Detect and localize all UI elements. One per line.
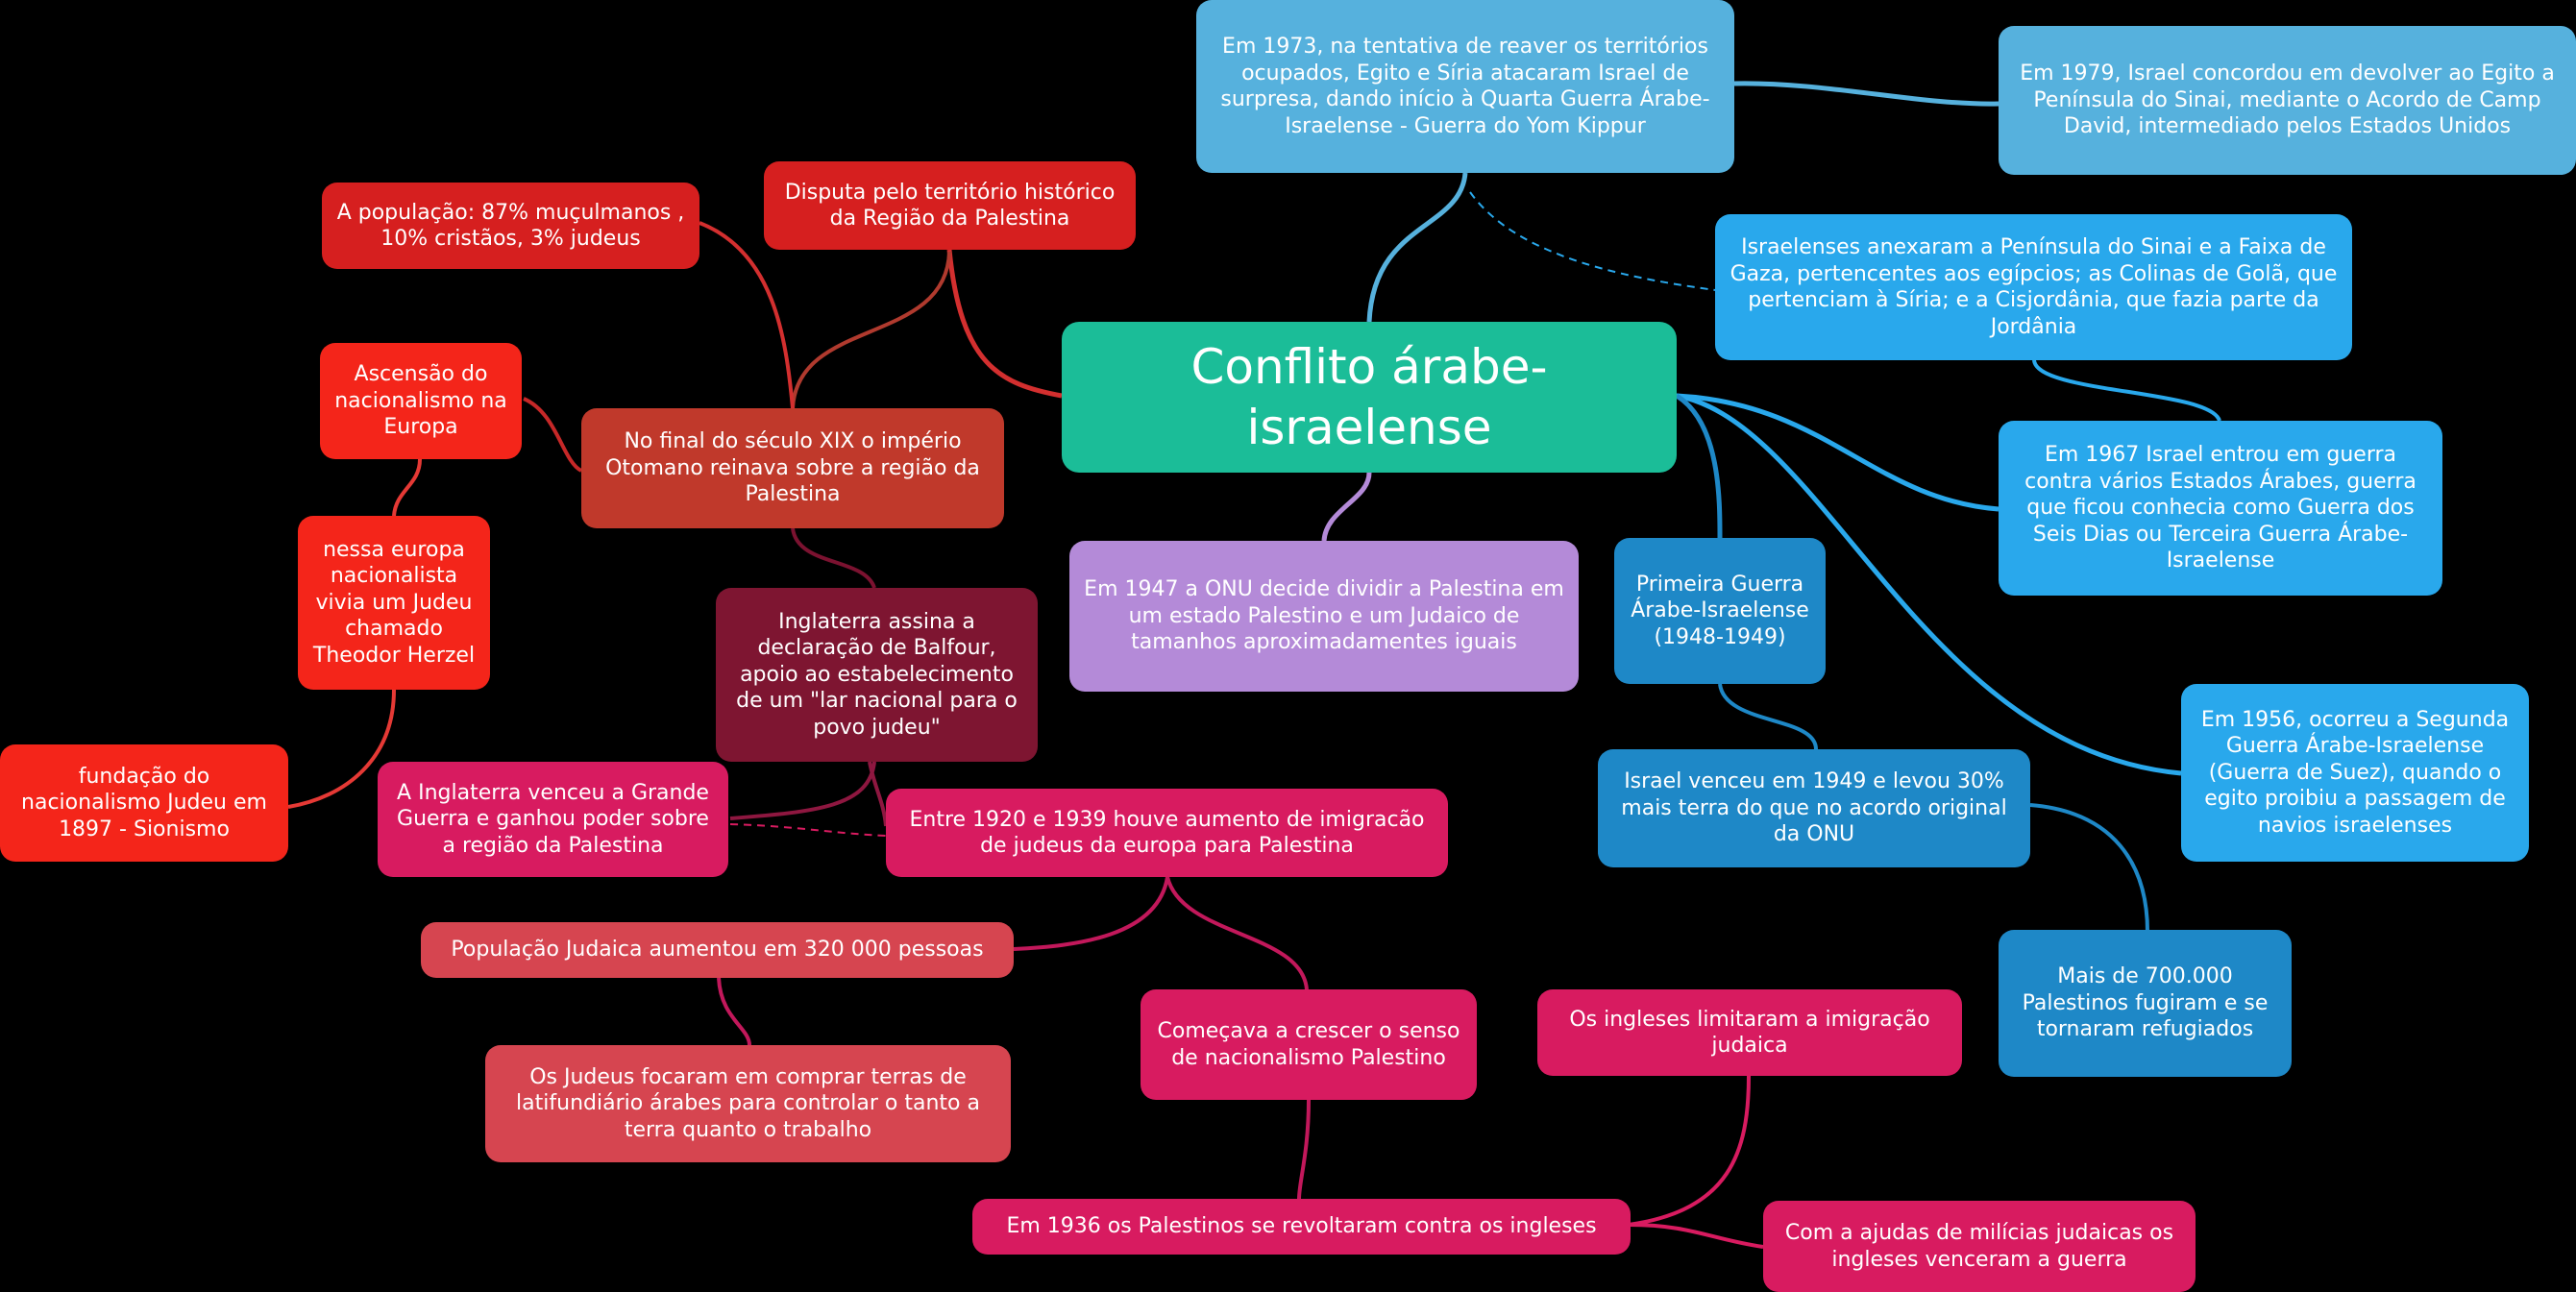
node-guerra-suez-text: Em 1956, ocorreu a Segunda Guerra Árabe-… (2200, 707, 2510, 838)
node-primeira-guerra[interactable]: Primeira Guerra Árabe-Israelense (1948-1… (1614, 538, 1826, 684)
link-disputa-otomano (791, 251, 951, 409)
node-populacao-text: A população: 87% muçulmanos , 10% cristã… (336, 200, 685, 252)
link-revolta-limitaram (1628, 1075, 1751, 1227)
node-milicias-judaicas-text: Com a ajudas de milícias judaicas os ing… (1784, 1221, 2174, 1272)
node-ingleses-limitaram-text: Os ingleses limitaram a imigração judaic… (1569, 1007, 1930, 1059)
node-theodor-herzel-text: nessa europa nacionalista vivia um Judeu… (312, 537, 476, 668)
node-inglaterra-venceu[interactable]: A Inglaterra venceu a Grande Guerra e ga… (378, 762, 728, 877)
central-topic-label: Conflito árabe-israelense (1190, 339, 1548, 455)
node-onu-1947[interactable]: Em 1947 a ONU decide dividir a Palestina… (1069, 541, 1579, 692)
link-ascensao-otomano (523, 397, 583, 473)
link-populacao-otomano (699, 221, 795, 409)
link-imigracao-popjudaica (1013, 876, 1169, 951)
node-milicias-judaicas[interactable]: Com a ajudas de milícias judaicas os ing… (1763, 1201, 2196, 1292)
node-imigracao-1920-1939[interactable]: Entre 1920 e 1939 houve aumento de imigr… (886, 789, 1448, 877)
node-anexaram-territorios-text: Israelenses anexaram a Península do Sina… (1730, 235, 2338, 339)
link-central-onu1947 (1321, 472, 1372, 542)
link-popjudaica-terras (717, 977, 751, 1046)
node-refugiados-text: Mais de 700.000 Palestinos fugiram e se … (2022, 964, 2269, 1042)
node-seis-dias-text: Em 1967 Israel entrou em guerra contra v… (2024, 443, 2417, 573)
node-ascensao-nacionalismo[interactable]: Ascensão do nacionalismo na Europa (320, 343, 522, 459)
node-israel-venceu-1949-text: Israel venceu em 1949 e levou 30% mais t… (1621, 769, 2007, 847)
node-compra-terras[interactable]: Os Judeus focaram em comprar terras de l… (485, 1045, 1011, 1162)
node-yom-kippur[interactable]: Em 1973, na tentativa de reaver os terri… (1196, 0, 1734, 173)
node-revolta-1936[interactable]: Em 1936 os Palestinos se revoltaram cont… (972, 1199, 1631, 1255)
node-inglaterra-venceu-text: A Inglaterra venceu a Grande Guerra e ga… (397, 780, 709, 858)
link-imigracao-nacionalismo (1165, 876, 1309, 990)
link-otomano-balfour (791, 527, 876, 589)
node-imperio-otomano[interactable]: No final do século XIX o império Otomano… (581, 408, 1004, 528)
link-central-suez (1676, 393, 2182, 776)
node-ascensao-nacionalismo-text: Ascensão do nacionalismo na Europa (334, 362, 507, 440)
link-inglaterra-imigracao (729, 823, 887, 837)
central-topic[interactable]: Conflito árabe-israelense (1062, 322, 1677, 473)
node-declaracao-balfour-text: Inglaterra assina a declaração de Balfou… (736, 609, 1018, 740)
node-revolta-1936-text: Em 1936 os Palestinos se revoltaram cont… (1006, 1214, 1597, 1239)
node-populacao-judaica[interactable]: População Judaica aumentou em 320 000 pe… (421, 922, 1014, 978)
node-israel-venceu-1949[interactable]: Israel venceu em 1949 e levou 30% mais t… (1598, 749, 2030, 867)
node-camp-david-text: Em 1979, Israel concordou em devolver ao… (2020, 61, 2555, 139)
node-primeira-guerra-text: Primeira Guerra Árabe-Israelense (1948-1… (1631, 572, 1809, 649)
link-revolta-milicias (1628, 1223, 1764, 1249)
link-herzel-sionismo (287, 689, 396, 809)
node-seis-dias[interactable]: Em 1967 Israel entrou em guerra contra v… (1999, 421, 2442, 596)
link-anexaram-seisdias (2032, 359, 2221, 423)
node-onu-1947-text: Em 1947 a ONU decide dividir a Palestina… (1084, 577, 1564, 655)
link-nacionalismo-revolta (1297, 1099, 1311, 1200)
node-disputa-territorio[interactable]: Disputa pelo território histórico da Reg… (764, 161, 1136, 250)
node-refugiados[interactable]: Mais de 700.000 Palestinos fugiram e se … (1999, 930, 2292, 1077)
link-balfour-inglaterra (729, 761, 876, 820)
node-declaracao-balfour[interactable]: Inglaterra assina a declaração de Balfou… (716, 588, 1038, 762)
link-yomkippur-anexaram (1469, 191, 1716, 291)
node-imigracao-1920-1939-text: Entre 1920 e 1939 houve aumento de imigr… (909, 807, 1425, 859)
link-venceu-refugiados (2029, 803, 2149, 933)
link-balfour-imigracao (868, 761, 888, 827)
node-anexaram-territorios[interactable]: Israelenses anexaram a Península do Sina… (1715, 214, 2352, 360)
node-nacionalismo-palestino-text: Começava a crescer o senso de nacionalis… (1157, 1019, 1460, 1070)
link-primeira-venceu (1718, 683, 1818, 750)
node-sionismo[interactable]: fundação do nacionalismo Judeu em 1897 -… (0, 744, 288, 862)
link-central-seisdias (1676, 393, 1999, 512)
link-yomkippur-campdavid (1733, 81, 1999, 107)
link-central-disputa (946, 249, 1063, 399)
node-imperio-otomano-text: No final do século XIX o império Otomano… (605, 429, 980, 507)
node-compra-terras-text: Os Judeus focaram em comprar terras de l… (516, 1064, 980, 1142)
node-disputa-territorio-text: Disputa pelo território histórico da Reg… (784, 180, 1116, 232)
node-guerra-suez[interactable]: Em 1956, ocorreu a Segunda Guerra Árabe-… (2181, 684, 2529, 862)
node-sionismo-text: fundação do nacionalismo Judeu em 1897 -… (21, 764, 267, 841)
node-camp-david[interactable]: Em 1979, Israel concordou em devolver ao… (1999, 26, 2576, 175)
node-nacionalismo-palestino[interactable]: Começava a crescer o senso de nacionalis… (1141, 989, 1477, 1100)
node-ingleses-limitaram[interactable]: Os ingleses limitaram a imigração judaic… (1537, 989, 1962, 1076)
link-central-yomkippur (1366, 172, 1468, 323)
link-central-primeira (1675, 393, 1723, 539)
node-populacao-judaica-text: População Judaica aumentou em 320 000 pe… (451, 938, 984, 963)
node-populacao[interactable]: A população: 87% muçulmanos , 10% cristã… (322, 183, 699, 269)
node-theodor-herzel[interactable]: nessa europa nacionalista vivia um Judeu… (298, 516, 490, 690)
node-yom-kippur-text: Em 1973, na tentativa de reaver os terri… (1220, 35, 1710, 138)
link-ascensao-herzel (392, 458, 422, 517)
